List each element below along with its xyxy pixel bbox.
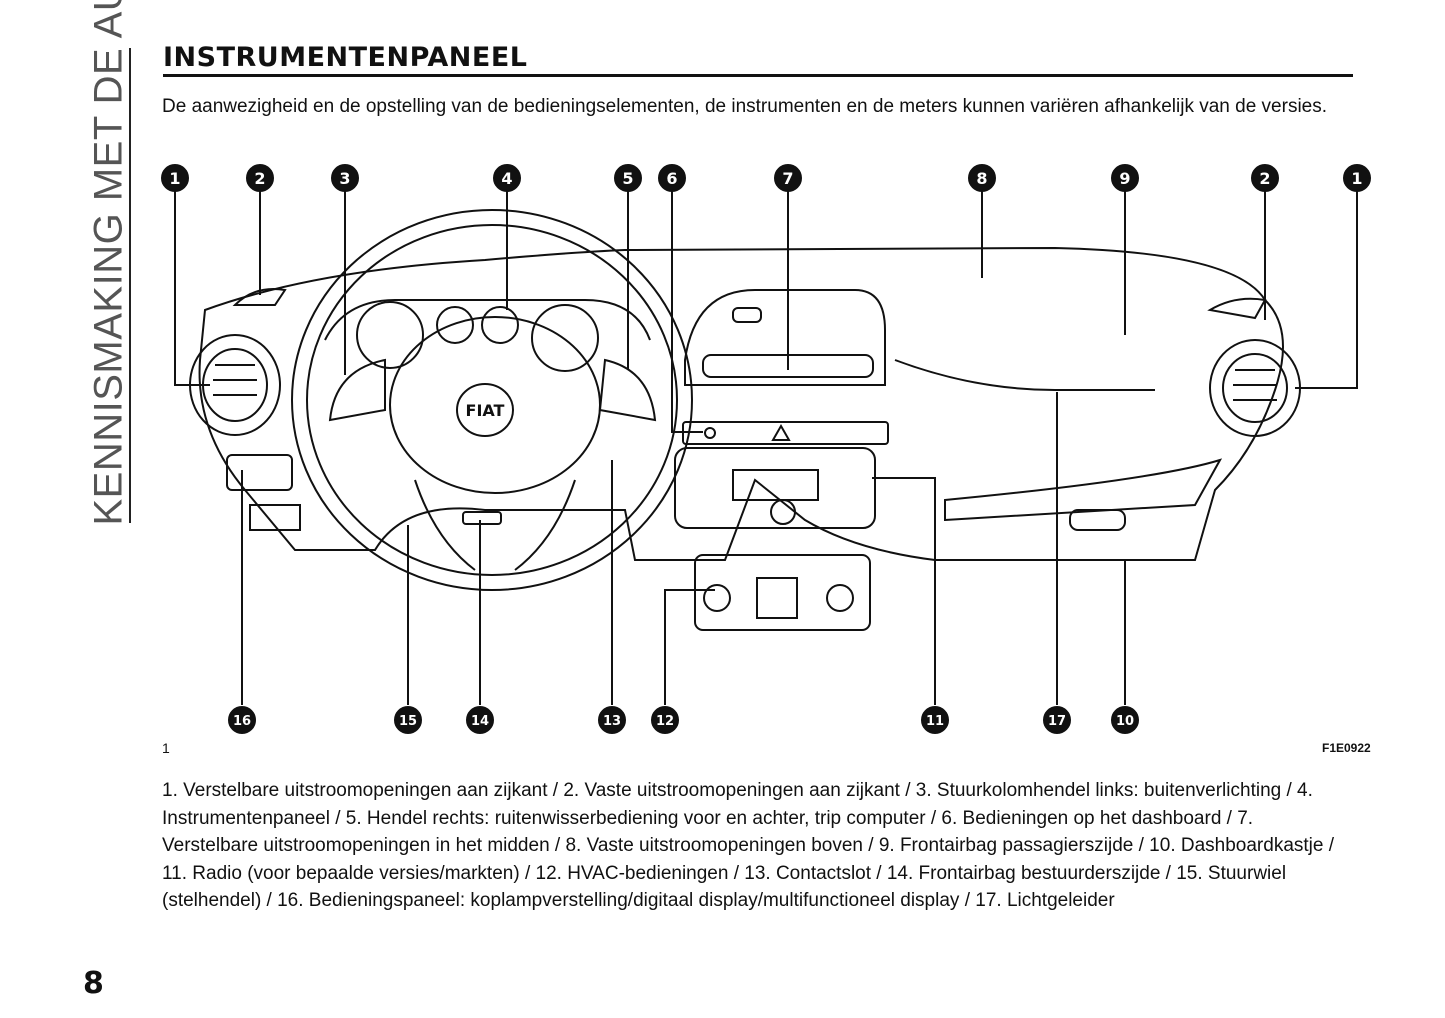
svg-text:11: 11 — [926, 714, 944, 729]
passenger-airbag — [894, 359, 1155, 391]
svg-text:12: 12 — [656, 714, 674, 729]
callout-8: 8 — [968, 164, 996, 192]
glovebox — [944, 458, 1223, 522]
center-vents — [684, 289, 886, 386]
hvac-controls — [694, 554, 871, 631]
instrument-cluster — [324, 299, 651, 341]
svg-text:6: 6 — [666, 169, 677, 188]
callout-7: 7 — [774, 164, 802, 192]
page-title: INSTRUMENTENPANEEL — [163, 42, 528, 73]
fiat-logo: FIAT — [466, 401, 505, 420]
svg-text:1: 1 — [169, 169, 180, 188]
svg-text:9: 9 — [1119, 169, 1130, 188]
callout-16: 16 — [228, 706, 256, 734]
callouts-bottom: 16 15 14 13 12 11 17 10 — [228, 706, 1139, 734]
svg-text:15: 15 — [399, 714, 417, 729]
callout-13: 13 — [598, 706, 626, 734]
dashboard-illustration: FIAT — [161, 164, 1371, 734]
svg-text:14: 14 — [471, 714, 489, 729]
dashboard-outline — [198, 246, 1284, 561]
svg-text:10: 10 — [1116, 714, 1134, 729]
callout-11: 11 — [921, 706, 949, 734]
svg-text:4: 4 — [501, 169, 512, 188]
radio-unit — [674, 447, 876, 529]
callout-1-right: 1 — [1343, 164, 1371, 192]
section-divider — [129, 48, 131, 523]
intro-text: De aanwezigheid en de opstelling van de … — [162, 96, 1328, 117]
svg-text:5: 5 — [622, 169, 633, 188]
airbag-label — [462, 511, 502, 525]
callout-1: 1 — [161, 164, 189, 192]
svg-text:2: 2 — [254, 169, 265, 188]
left-fixed-vent — [232, 288, 287, 306]
title-rule — [163, 74, 1353, 77]
svg-text:2: 2 — [1259, 169, 1270, 188]
steering-wheel — [291, 209, 693, 591]
svg-text:8: 8 — [976, 169, 987, 188]
callout-6: 6 — [658, 164, 686, 192]
callout-3: 3 — [331, 164, 359, 192]
figure-caption: 1. Verstelbare uitstroomopeningen aan zi… — [162, 780, 1335, 911]
callout-15: 15 — [394, 706, 422, 734]
svg-text:7: 7 — [782, 169, 793, 188]
callout-14: 14 — [466, 706, 494, 734]
left-control-panel — [226, 454, 293, 491]
callout-17: 17 — [1043, 706, 1071, 734]
svg-text:16: 16 — [233, 714, 251, 729]
svg-text:1: 1 — [1351, 169, 1362, 188]
callout-9: 9 — [1111, 164, 1139, 192]
callout-4: 4 — [493, 164, 521, 192]
svg-text:3: 3 — [339, 169, 350, 188]
svg-text:17: 17 — [1048, 714, 1066, 729]
callouts-top: 1 2 3 4 5 6 7 8 9 2 1 — [161, 164, 1371, 192]
callout-2: 2 — [246, 164, 274, 192]
figure-number: 1 — [162, 740, 170, 756]
callout-5: 5 — [614, 164, 642, 192]
right-fixed-vent — [1207, 297, 1267, 320]
section-label: KENNISMAKING MET DE AUTO — [86, 0, 131, 526]
callout-12: 12 — [651, 706, 679, 734]
callout-2-right: 2 — [1251, 164, 1279, 192]
svg-text:13: 13 — [603, 714, 621, 729]
callout-10: 10 — [1111, 706, 1139, 734]
callout-leaders — [174, 178, 1358, 705]
page-number: 8 — [83, 966, 104, 1001]
figure-code: F1E0922 — [1322, 741, 1371, 755]
